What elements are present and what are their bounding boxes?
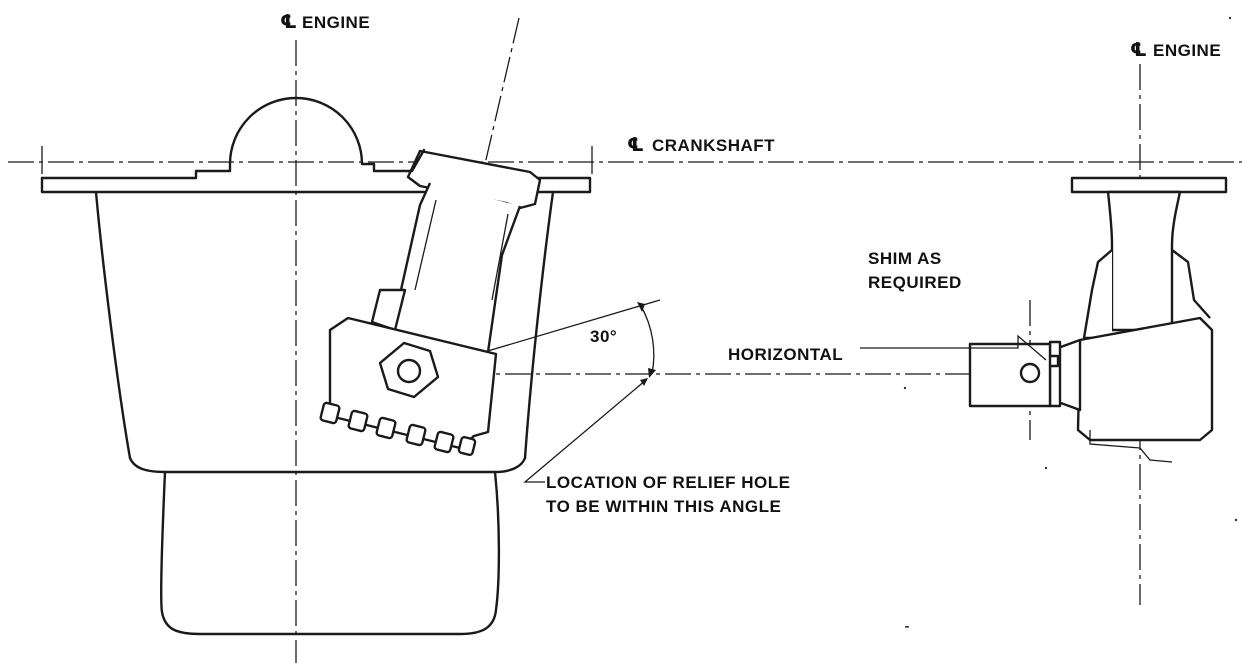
shim-label-line2: REQUIRED bbox=[868, 273, 962, 292]
crankshaft-label: CRANKSHAFT bbox=[652, 136, 775, 155]
centerline-symbol: ℄ bbox=[1130, 39, 1147, 61]
oil-pan-left-view bbox=[40, 96, 592, 636]
oil-pump-right-view bbox=[860, 176, 1228, 463]
centerlines bbox=[8, 17, 1242, 663]
labels: ℄ ENGINE ℄ ENGINE ℄ CRANKSHAFT HORIZONTA… bbox=[280, 11, 1221, 516]
pump-cover-bolts bbox=[319, 401, 477, 457]
relief-valve-hex-icon bbox=[378, 341, 440, 399]
oil-pump-left-view bbox=[319, 148, 542, 457]
horizontal-label: HORIZONTAL bbox=[728, 345, 843, 364]
engine-label-left: ENGINE bbox=[302, 13, 370, 32]
relief-note-line1: LOCATION OF RELIEF HOLE bbox=[546, 473, 790, 492]
relief-note-line2: TO BE WITHIN THIS ANGLE bbox=[546, 497, 781, 516]
scan-specks bbox=[903, 16, 1238, 628]
shim-label-line1: SHIM AS bbox=[868, 249, 942, 268]
port-hole-icon bbox=[1019, 362, 1041, 384]
centerline-symbol: ℄ bbox=[627, 134, 644, 156]
relief-hole-icon bbox=[396, 358, 422, 384]
shim-icon bbox=[1048, 340, 1062, 408]
angle-dimension-30 bbox=[523, 302, 656, 483]
centerline-symbol: ℄ bbox=[280, 11, 297, 33]
angle-label: 30° bbox=[590, 327, 617, 346]
engine-label-right: ENGINE bbox=[1153, 41, 1221, 60]
